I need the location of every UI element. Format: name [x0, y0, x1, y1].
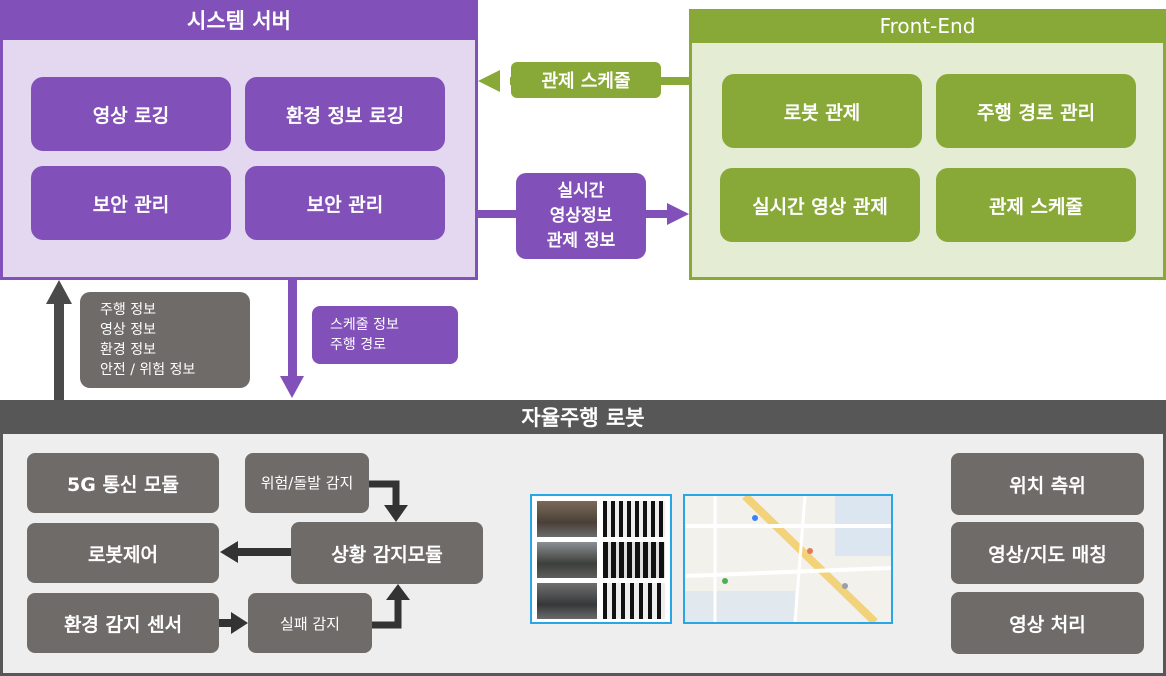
info-line-video: 영상 정보 [100, 322, 156, 338]
camera-segmentation-image [530, 494, 672, 624]
env-info-logging-module: 환경 정보 로깅 [245, 77, 445, 151]
road-photo [537, 542, 597, 578]
info-line-schedule: 스케줄 정보 [330, 317, 399, 333]
control-schedule-link-label: 관제 스케줄 [511, 62, 661, 98]
robot-to-server-info-box: 주행 정보 영상 정보 환경 정보 안전 / 위험 정보 [80, 292, 250, 388]
route-management-module: 주행 경로 관리 [936, 74, 1136, 148]
segmentation-mask [603, 583, 665, 619]
failure-detect-box: 실패 감지 [248, 593, 372, 653]
map-image [683, 494, 893, 624]
robot-control-box: 로봇제어 [27, 523, 219, 583]
realtime-label-line-1: 실시간 [557, 180, 605, 201]
road-photo [537, 501, 597, 537]
segmentation-mask [603, 501, 665, 537]
map-roads [685, 496, 891, 622]
info-line-safety: 안전 / 위험 정보 [100, 362, 196, 378]
image-processing-module: 영상 처리 [951, 592, 1144, 654]
info-line-route: 주행 경로 [330, 337, 386, 353]
positioning-module: 위치 측위 [951, 453, 1144, 515]
image-map-matching-module: 영상/지도 매칭 [951, 522, 1144, 584]
road-photo [537, 583, 597, 619]
front-end-title: Front-End [689, 9, 1166, 43]
env-sensor-box: 환경 감지 센서 [27, 593, 219, 653]
info-line-environment: 환경 정보 [100, 342, 156, 358]
control-schedule-module: 관제 스케줄 [936, 168, 1136, 242]
realtime-video-control-module: 실시간 영상 관제 [720, 168, 920, 242]
situation-detect-module: 상황 감지모듈 [291, 522, 483, 584]
server-to-robot-info-box: 스케줄 정보 주행 경로 [312, 306, 458, 364]
security-management-module: 보안 관리 [31, 166, 231, 240]
5g-comm-module: 5G 통신 모듈 [27, 453, 219, 513]
realtime-label-line-3: 관제 정보 [546, 230, 616, 251]
realtime-label-line-2: 영상정보 [549, 205, 613, 226]
robot-control-module: 로봇 관제 [722, 74, 922, 148]
robot-title: 자율주행 로봇 [0, 400, 1166, 434]
realtime-info-link-label: 실시간 영상정보 관제 정보 [516, 173, 646, 259]
system-server-title: 시스템 서버 [0, 0, 478, 40]
security-management-module-2: 보안 관리 [245, 166, 445, 240]
video-logging-module: 영상 로깅 [31, 77, 231, 151]
danger-detect-box: 위험/돌발 감지 [245, 453, 369, 513]
info-line-driving: 주행 정보 [100, 302, 156, 318]
segmentation-mask [603, 542, 665, 578]
